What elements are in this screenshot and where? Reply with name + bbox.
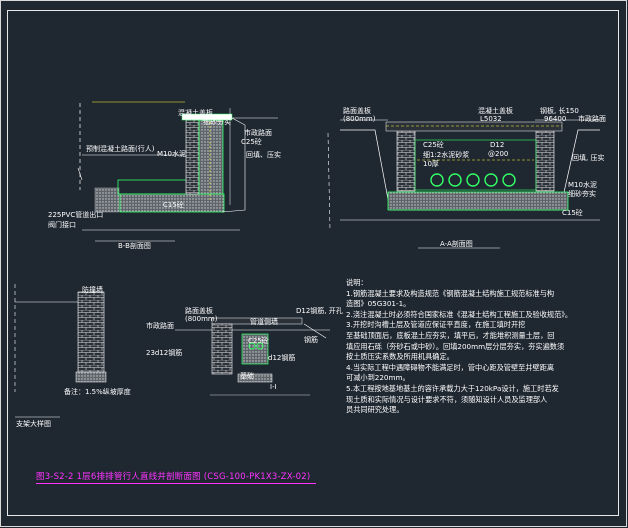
figure-title-underline [36,483,316,484]
bb-pavement: 预制混凝土路面(行人) [86,145,155,153]
notes-line: 1.钢筋混凝土要求及构造规范《钢筋混凝土结构施工规范标准与构 [346,288,555,298]
aa-d12: D12 [490,141,505,149]
det-top: 防撞墙 [82,286,103,294]
bb-road: 市政路面 [244,129,272,137]
bb-pvc: 225PVC管道出口 [48,211,104,219]
cs-right: D12钢筋, 开孔 [296,307,343,315]
bb-fill: 回填、压实 [246,151,281,159]
inner-frame [7,10,619,516]
bb-section [77,101,278,242]
det-caption: 支架大样图 [16,420,51,428]
notes-block: 说明： 1.钢筋混凝土要求及构造规范《钢筋混凝土结构施工规范标准与构 造图》05… [346,278,604,416]
aa-road: 市政路面 [578,115,606,123]
notes-line: 至基础顶面后，底板混土应夯实，填平后，才能堆积测量土层，回 [346,330,555,340]
bb-outlet: 阀门接口 [48,221,76,229]
aa-m10: M10水泥 [568,181,597,189]
aa-sand: 细1:2水泥砂浆 [423,151,470,159]
aa-mid-top: 混凝土盖板 [478,107,513,115]
bb-c15: C15砼 [163,201,184,209]
notes-line: 2.浇注混凝土时必须符合国家标准《混凝土结构工程施工及验收规范》。 [346,309,573,319]
aa-fill: 回填, 压实 [572,154,605,162]
aa-section [327,119,600,249]
aa-d12b: @200 [488,150,509,158]
notes-line: 可减小到220mm。 [346,373,410,383]
aa-right-top: 钢板, 长150 [540,107,579,115]
notes-line: 5.本工程按地基地基土的容许承载力大于120kPa设计，施工时若发 [346,383,559,393]
bb-dim-hint: M10水泥 [157,150,186,158]
cs-caption: I-I [270,383,277,391]
aa-cover-left: 路面盖板 [343,107,371,115]
cs-top-cover: 路面盖板 [185,307,213,315]
cs-bottom: 基础 [240,372,254,380]
cs-c25: C25砼 [248,337,269,345]
aa-c25: C25砼 [423,141,444,149]
cs-right2: 钢筋 [304,336,318,344]
bb-c25: C25砼 [241,138,262,146]
figure-title: 图3-S2-2 1层6排排管行人直线井剖断面图 (CSG-100-PK1X3-Z… [36,472,311,482]
bb-caption: B-B剖面图 [118,242,151,250]
notes-line: 造图》05G301-1。 [346,299,411,309]
bb-top-sand: 细砂夯实 [203,118,231,126]
notes-line: 按土质压实系数及所用机具确定。 [346,352,454,362]
notes-title: 说明： [346,278,368,287]
cs-top-cover2: (800mm) [185,315,218,323]
cs-rebar: d12钢筋 [268,354,296,362]
notes-line: 3.开挖时沟槽土层及管道应保证平直度，在施工填时开挖 [346,320,526,330]
det-note: 备注：1.5%纵坡厚度 [64,388,131,396]
aa-m10b: 细砂夯实 [568,190,596,198]
ii-section [175,317,330,396]
notes-line: 填应用石砾（夯砂石或中砂）。回填200mm层分层夯实，夯实遍数须 [346,341,565,351]
aa-cover-left2: (800mm) [343,115,376,123]
cs-road: 市政路面 [146,322,174,330]
aa-mid-top2: L5032 [480,115,502,123]
aa-sand2: 10厚 [423,160,439,168]
notes-line: 4.当实际工程中遇障碍物不能满足时，管中心距及管壁至井壁距离 [346,362,555,372]
cs-pipe: 23d12钢筋 [146,349,183,357]
aa-right-top2: 96400 [544,115,567,123]
notes-line: 员共同研究处理。 [346,405,404,415]
aa-c15: C15砼 [562,209,583,217]
bb-top-cover: 混凝土盖板 [178,109,213,117]
support-detail [14,284,107,418]
aa-caption: A-A剖面图 [440,240,473,248]
cs-wall: 管道侧墙 [250,318,278,326]
notes-line: 现土质和实际情况与设计要求不符，须随知设计人员及监理部人 [346,394,548,404]
